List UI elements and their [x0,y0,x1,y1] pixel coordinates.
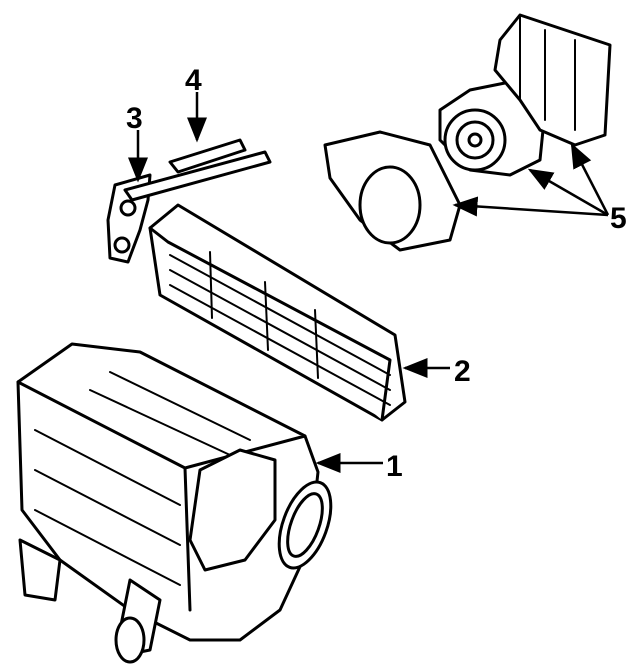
leader-lines [128,92,610,473]
callout-2: 2 [454,355,471,388]
intake-tube [123,138,272,202]
callout-4: 4 [185,64,202,97]
leader-5b [527,168,609,217]
callout-1: 1 [386,450,403,483]
air-box-housing [16,342,333,664]
air-filter-element [148,203,407,422]
leader-5a [452,196,609,217]
blower-assembly [323,13,612,252]
callout-5: 5 [610,202,627,235]
callout-3: 3 [126,102,143,135]
leader-5c [570,142,610,216]
